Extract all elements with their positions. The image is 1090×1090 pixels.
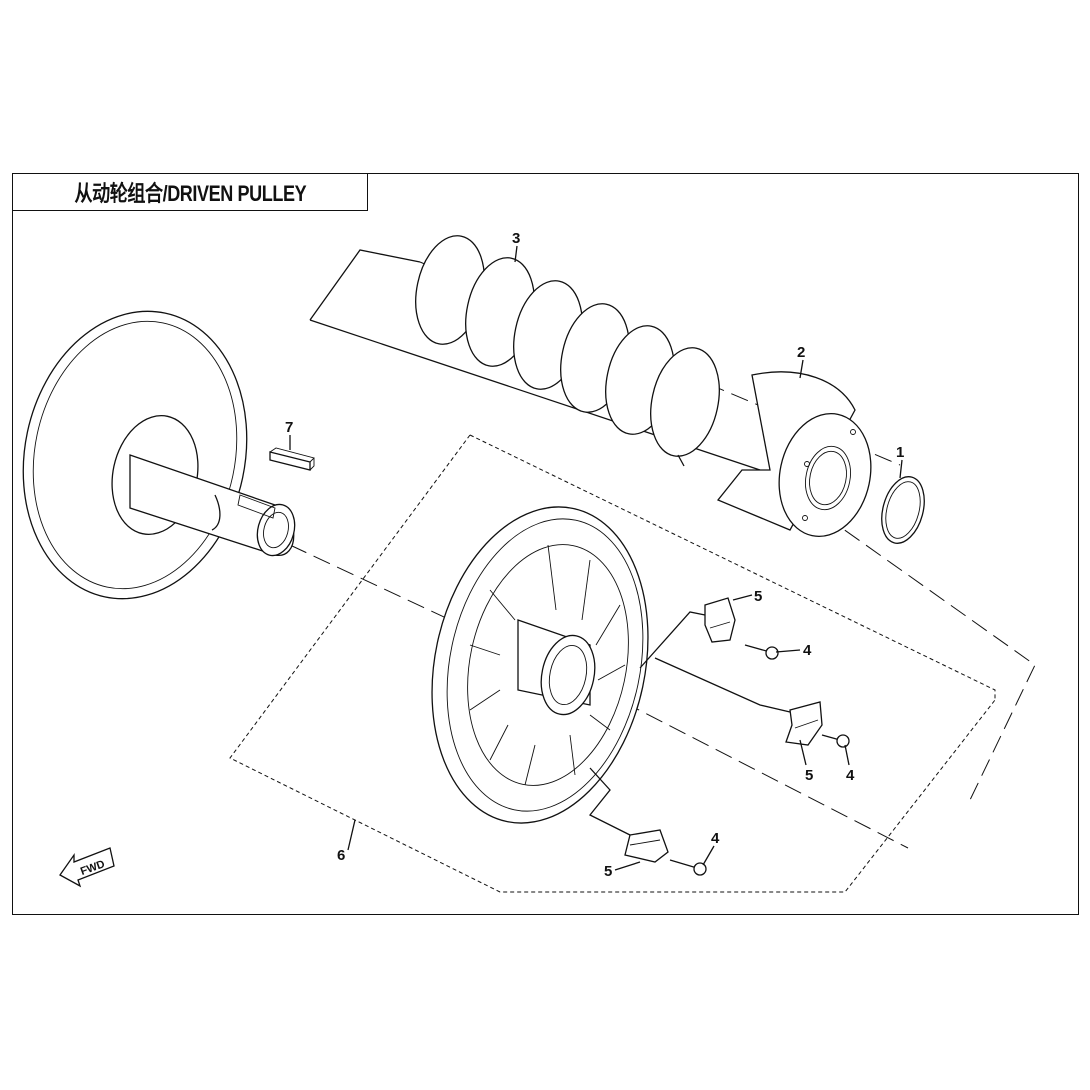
- slider-part-5-upper: [704, 597, 736, 643]
- callout-4-upper: 4: [803, 642, 812, 659]
- callout-7: 7: [285, 419, 293, 436]
- callout-leaders: [289, 245, 903, 871]
- spring-part-3: [415, 235, 720, 467]
- diagram-frame: [12, 173, 1079, 915]
- callout-6: 6: [337, 847, 345, 864]
- callout-5-lower: 5: [604, 863, 612, 880]
- slider-leaders: [588, 611, 791, 836]
- slider-part-5-lower: [624, 829, 669, 863]
- fwd-arrow-icon: FWD: [59, 847, 115, 888]
- callout-labels: 3 2 1 7 5 4 5 4 5 4 6: [285, 230, 904, 880]
- screw-part-4-lower: [669, 859, 707, 876]
- key-part-7: [269, 447, 315, 471]
- diagram-title: 从动轮组合/DRIVEN PULLEY: [74, 181, 306, 206]
- slider-part-5-middle: [785, 701, 823, 746]
- callout-5-middle: 5: [805, 767, 813, 784]
- title-box: 从动轮组合/DRIVEN PULLEY: [12, 173, 368, 211]
- screw-part-4-middle: [821, 734, 850, 748]
- callout-5-upper: 5: [754, 588, 762, 605]
- callout-3: 3: [512, 230, 520, 247]
- screw-part-4-upper: [744, 644, 779, 660]
- callout-4-lower: 4: [711, 830, 720, 847]
- movable-sheave-part-6: [431, 506, 649, 824]
- callout-1: 1: [896, 444, 904, 461]
- fixed-sheave: [22, 310, 296, 600]
- assembly-outline-lower: [229, 434, 996, 893]
- callout-4-middle: 4: [846, 767, 855, 784]
- circlip-part-1: [881, 476, 925, 544]
- assembly-outline-upper: [309, 249, 1036, 801]
- callout-2: 2: [797, 344, 805, 361]
- cam-part-2: [716, 371, 872, 538]
